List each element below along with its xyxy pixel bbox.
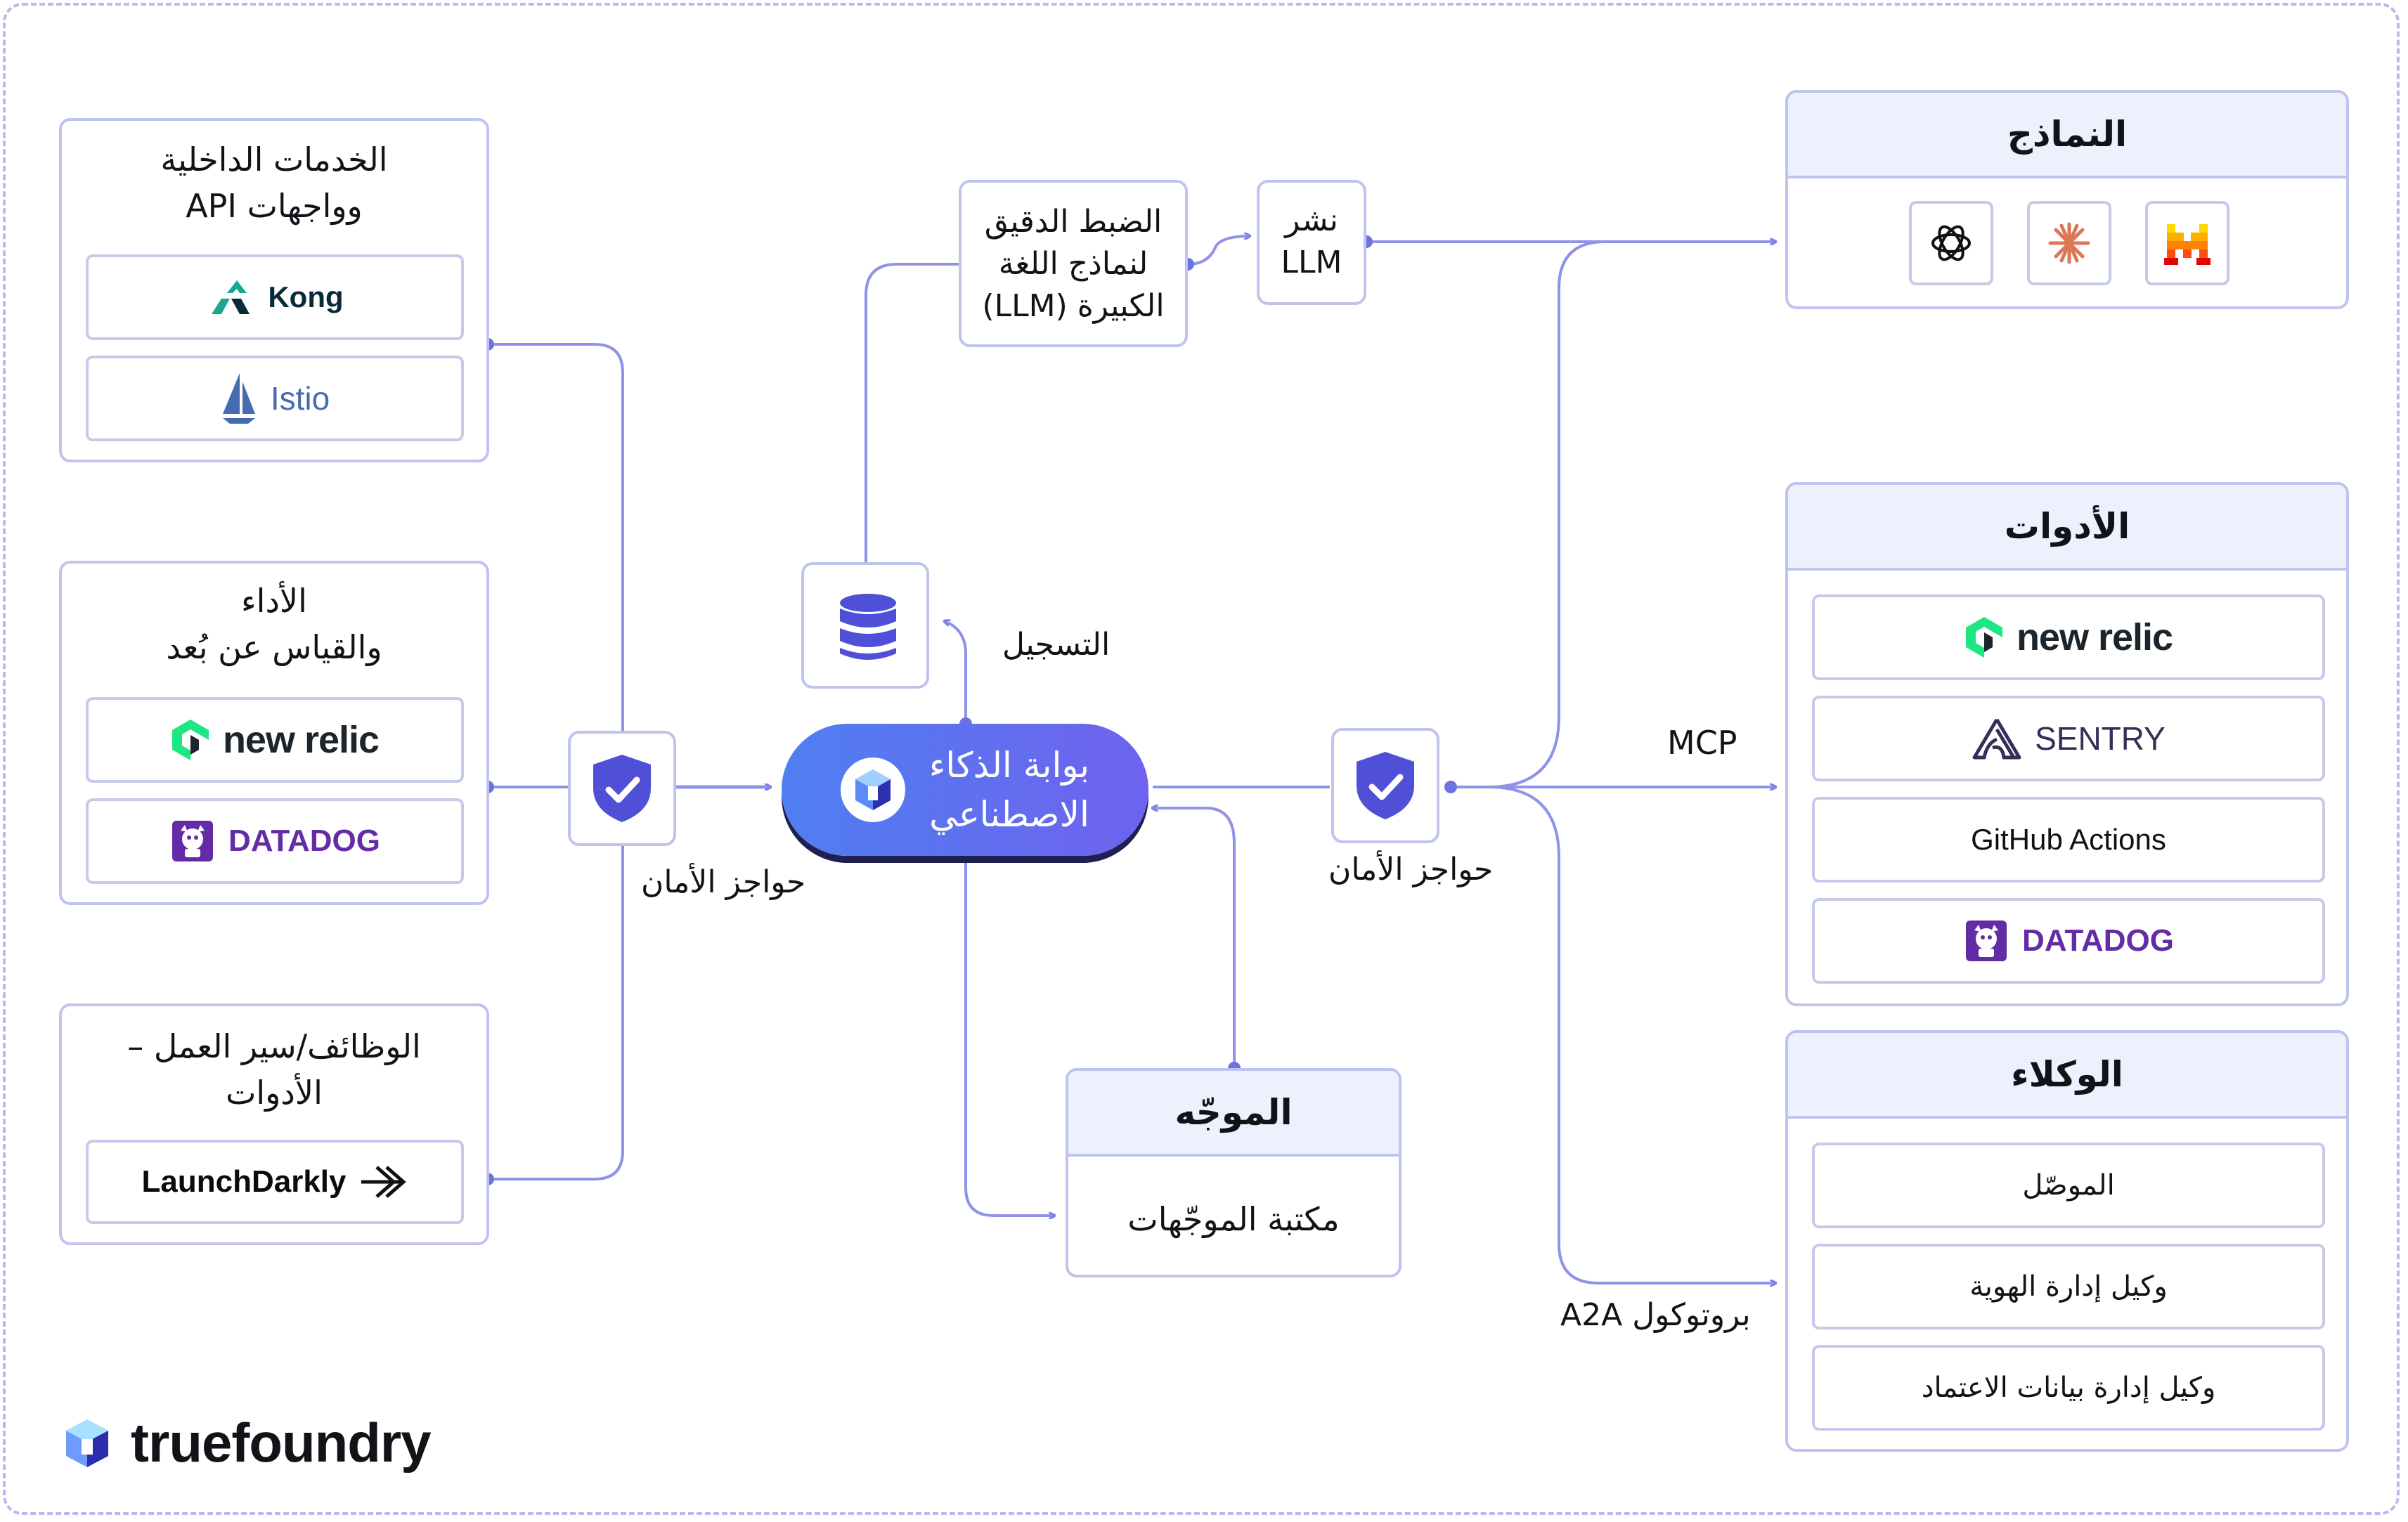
guardrail-left-label: حواجز الأمان — [641, 864, 806, 900]
tools-datadog-item[interactable]: DATADOG — [1812, 898, 2325, 984]
launchdarkly-item[interactable]: LaunchDarkly — [86, 1140, 464, 1224]
datadog-label: DATADOG — [228, 824, 380, 858]
truefoundry-brand: truefoundry — [59, 1411, 432, 1475]
datadog-item[interactable]: DATADOG — [86, 798, 464, 884]
wire-to-models — [1451, 242, 1775, 788]
openai-icon[interactable] — [1909, 201, 1993, 285]
deploy-llm-box[interactable]: نشر LLM — [1257, 180, 1366, 305]
wire-gateway-to-logging — [945, 621, 967, 724]
gateway-label-line1: بوابة الذكاء — [928, 745, 1090, 786]
guardrail-right-label: حواجز الأمان — [1328, 852, 1494, 887]
shield-check-icon — [1357, 752, 1414, 819]
database-icon — [840, 594, 896, 660]
internal-services-title-line1: الخدمات الداخلية — [160, 141, 388, 178]
tools-panel: الأدوات new relic SENTRY GitHub Actions … — [1785, 482, 2349, 1006]
wire-gateway-to-prompt — [964, 856, 1054, 1216]
gateway-label: بوابة الذكاء الاصطناعي — [929, 741, 1089, 839]
prompt-library[interactable]: مكتبة الموجّهات — [1127, 1200, 1340, 1238]
observability-panel: الأداء والقياس عن بُعد new relic DATADOG — [59, 561, 489, 905]
launchdarkly-label: LaunchDarkly — [141, 1164, 347, 1199]
jobs-title-line1: الوظائف/سير العمل – — [127, 1027, 421, 1065]
wire-logging-to-finetune — [865, 263, 960, 562]
internal-services-title-line2: وواجهات API — [186, 187, 363, 225]
istio-icon — [222, 373, 255, 424]
agent-item[interactable]: الموصّل — [1812, 1143, 2325, 1228]
newrelic-icon — [171, 720, 209, 760]
gateway-label-line2: الاصطناعي — [929, 794, 1089, 835]
guardrail-left[interactable] — [568, 731, 676, 846]
gateway-cube-icon — [840, 757, 905, 822]
observability-title-line2: والقياس عن بُعد — [166, 628, 382, 666]
kong-label: Kong — [268, 280, 344, 313]
github-actions-label: GitHub Actions — [1971, 823, 2166, 856]
datadog-icon — [172, 821, 214, 861]
logging-database[interactable] — [801, 562, 929, 689]
sentry-icon — [1972, 718, 2021, 760]
models-title: النماذج — [1788, 93, 2346, 178]
mistral-icon[interactable] — [2145, 201, 2229, 285]
datadog-icon — [1966, 921, 2007, 961]
sentry-label: SENTRY — [2035, 720, 2166, 757]
wire-prompt-to-gateway — [1153, 808, 1236, 1068]
deploy-line2: LLM — [1281, 245, 1342, 280]
logging-label: التسجيل — [1002, 627, 1111, 663]
finetune-box[interactable]: الضبط الدقيق لنماذج اللغة الكبيرة (LLM) — [959, 180, 1188, 347]
agent-item[interactable]: وكيل إدارة بيانات الاعتماد — [1812, 1345, 2325, 1431]
istio-label: Istio — [270, 380, 330, 417]
finetune-line1: الضبط الدقيق — [984, 204, 1163, 240]
istio-item[interactable]: Istio — [86, 356, 464, 441]
wire-internal-services — [488, 343, 624, 787]
github-actions-item[interactable]: GitHub Actions — [1812, 797, 2325, 883]
agent-credentials-label: وكيل إدارة بيانات الاعتماد — [1921, 1372, 2216, 1404]
kong-icon — [212, 280, 250, 314]
agents-panel: الوكلاء الموصّل وكيل إدارة الهوية وكيل إ… — [1785, 1030, 2349, 1452]
diagram-frame — [3, 3, 2400, 1515]
agent-item[interactable]: وكيل إدارة الهوية — [1812, 1244, 2325, 1329]
tools-title: الأدوات — [1788, 485, 2346, 571]
wire-to-agents — [1488, 786, 1775, 1283]
internal-services-panel: الخدمات الداخلية وواجهات API Kong Istio — [59, 118, 489, 462]
agent-connector-label: الموصّل — [2022, 1169, 2115, 1202]
prompt-panel: الموجّه مكتبة الموجّهات — [1066, 1068, 1402, 1277]
finetune-line3: الكبيرة (LLM) — [982, 288, 1165, 324]
truefoundry-logo-icon — [66, 1419, 108, 1467]
newrelic-item[interactable]: new relic — [86, 697, 464, 783]
wire-finetune-to-deploy — [1187, 236, 1250, 266]
brand-name: truefoundry — [131, 1412, 432, 1474]
shield-check-icon — [593, 755, 651, 822]
wire-jobs — [488, 786, 624, 1180]
anthropic-icon[interactable] — [2027, 201, 2111, 285]
agent-identity-label: وكيل إدارة الهوية — [1969, 1270, 2168, 1303]
jobs-title-line2: الأدوات — [226, 1074, 323, 1112]
jobs-panel: الوظائف/سير العمل – الأدوات LaunchDarkly — [59, 1003, 489, 1245]
agents-title: الوكلاء — [1788, 1033, 2346, 1119]
tools-newrelic-item[interactable]: new relic — [1812, 594, 2325, 680]
guardrail-right[interactable] — [1331, 728, 1439, 843]
tools-newrelic-label: new relic — [2016, 616, 2173, 658]
sentry-item[interactable]: SENTRY — [1812, 696, 2325, 781]
newrelic-label: new relic — [222, 719, 380, 761]
ai-gateway[interactable]: بوابة الذكاء الاصطناعي — [782, 724, 1148, 856]
observability-title-line1: الأداء — [241, 582, 307, 620]
tools-datadog-label: DATADOG — [2022, 923, 2174, 958]
kong-item[interactable]: Kong — [86, 254, 464, 340]
a2a-label: بروتوكول A2A — [1560, 1297, 1751, 1333]
mcp-label: MCP — [1667, 724, 1737, 762]
finetune-line2: لنماذج اللغة — [998, 246, 1148, 282]
prompt-title: الموجّه — [1068, 1071, 1399, 1157]
deploy-line1: نشر — [1285, 202, 1338, 238]
newrelic-icon — [1965, 617, 2002, 658]
models-panel: النماذج — [1785, 90, 2349, 309]
launchdarkly-icon — [361, 1166, 407, 1198]
